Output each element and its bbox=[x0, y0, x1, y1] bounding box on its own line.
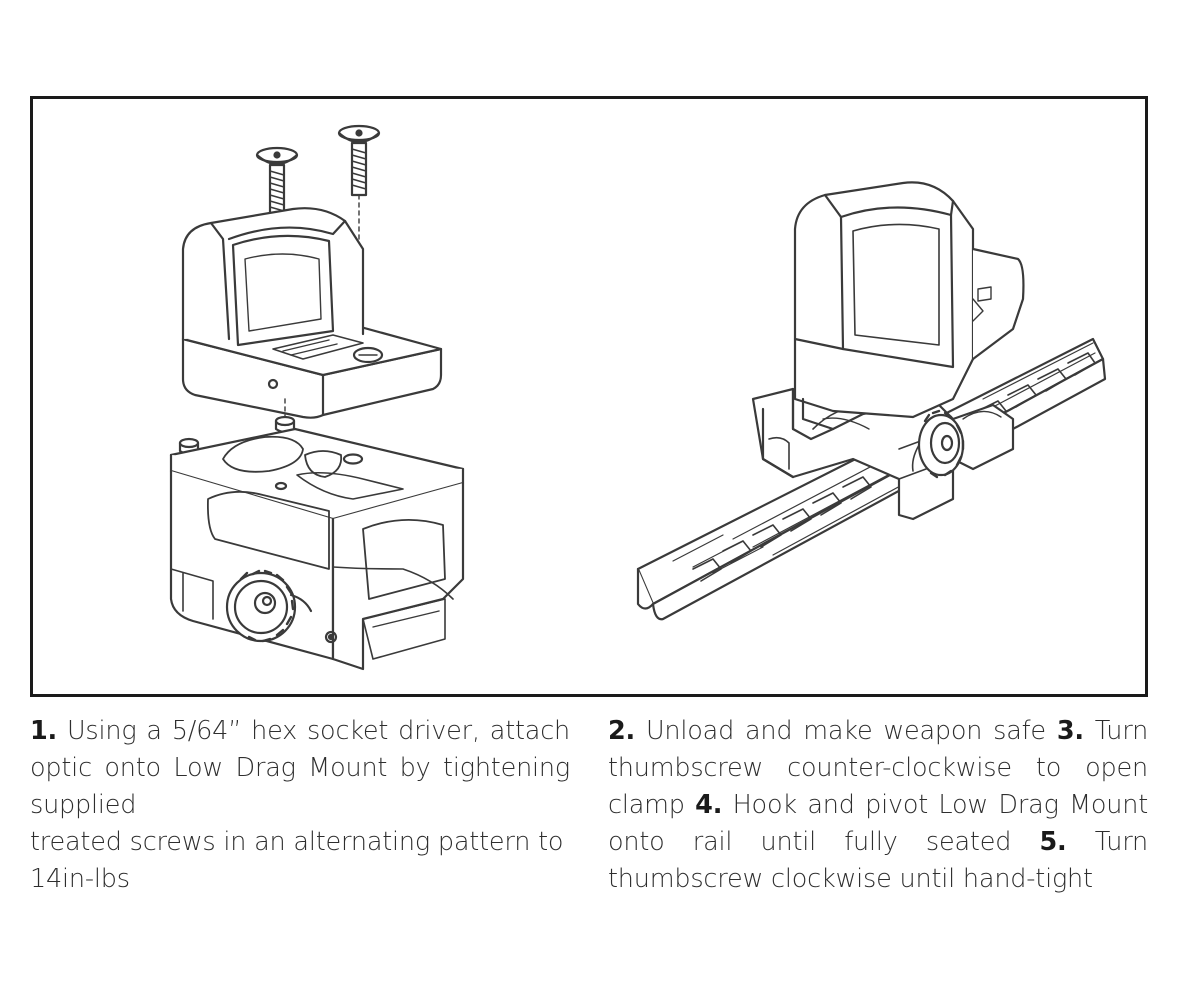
thumbscrew bbox=[225, 569, 313, 643]
low-drag-mount bbox=[169, 415, 465, 671]
step-4-text: Hook and pivot Low Drag Mount onto rail … bbox=[608, 790, 1148, 857]
step-1-paragraph: 1. Using a 5/64” hex socket driver, atta… bbox=[30, 713, 570, 824]
steps-2-5-paragraph: 2. Unload and make weapon safe 3. Turn t… bbox=[608, 713, 1148, 898]
step-1-text-continued: treated screws in an alternating pattern… bbox=[30, 827, 564, 894]
instructions-right: 2. Unload and make weapon safe 3. Turn t… bbox=[608, 713, 1148, 898]
step-2-text: Unload and make weapon safe bbox=[645, 716, 1046, 746]
step-2-number: 2. bbox=[608, 716, 636, 746]
step-3-text: Turn thumbscrew counter-clockwise to ope… bbox=[608, 716, 1149, 820]
step-4-number: 4. bbox=[695, 790, 723, 820]
assembly-diagram bbox=[169, 124, 1107, 671]
step-5-number: 5. bbox=[1039, 827, 1067, 857]
right-installed-figure bbox=[636, 181, 1107, 621]
step-1-number: 1. bbox=[30, 716, 58, 746]
red-dot-optic bbox=[181, 207, 443, 419]
step-1-continuation: treated screws in an alternating pattern… bbox=[30, 824, 570, 898]
step-1-text: Using a 5/64” hex socket driver, attach … bbox=[30, 716, 571, 820]
thumbscrew-installed bbox=[911, 409, 965, 479]
step-3-number: 3. bbox=[1056, 716, 1084, 746]
step-5-text: Turn thumbscrew clockwise until hand-tig… bbox=[608, 827, 1148, 894]
diagram-frame bbox=[30, 96, 1148, 697]
instructions-left: 1. Using a 5/64” hex socket driver, atta… bbox=[30, 713, 570, 898]
mounting-screw-2 bbox=[337, 124, 381, 240]
left-exploded-figure bbox=[169, 124, 465, 671]
red-dot-optic-installed bbox=[793, 181, 1025, 431]
